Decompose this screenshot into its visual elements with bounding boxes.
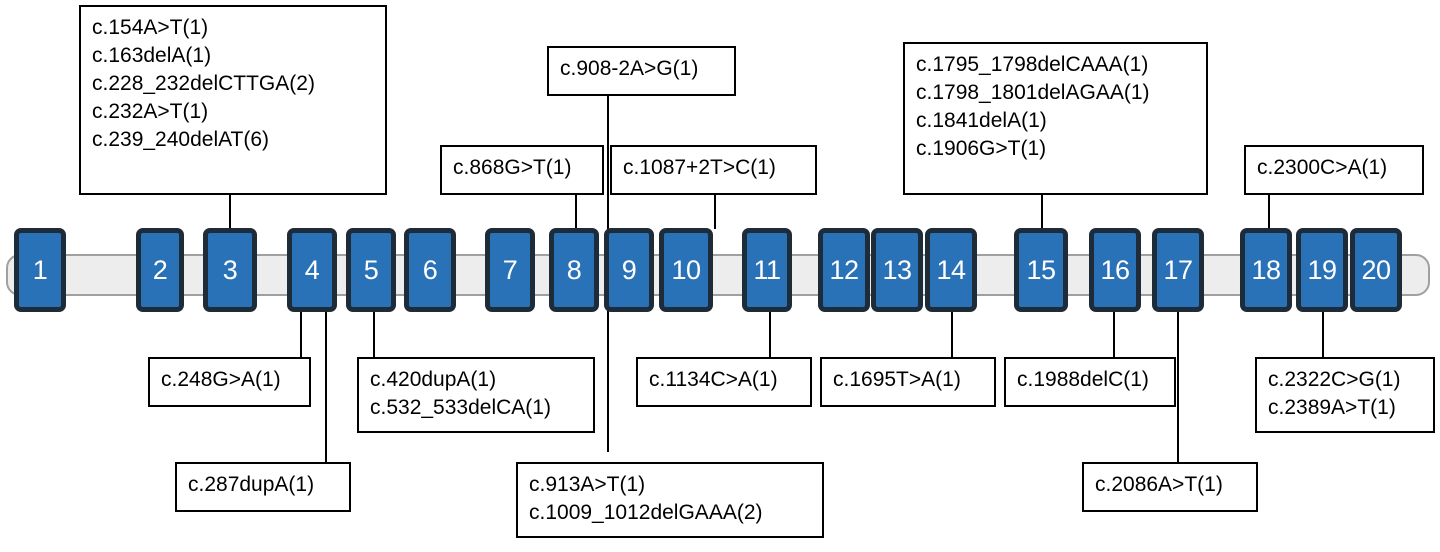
- leader-exon4a: [300, 311, 302, 358]
- exon-box-10[interactable]: 10: [659, 228, 713, 312]
- variant-label: c.239_240delAT(6): [92, 127, 270, 151]
- leader-exon14: [951, 311, 953, 358]
- exon-box-6[interactable]: 6: [404, 228, 456, 312]
- variant-label: c.163delA(1): [92, 43, 212, 67]
- variant-label: c.2086A>T(1): [1095, 473, 1223, 496]
- exon-box-13[interactable]: 13: [871, 228, 923, 312]
- leader-exon11: [769, 311, 771, 358]
- variant-label: c.1134C>A(1): [649, 368, 778, 391]
- exon-box-19[interactable]: 19: [1296, 228, 1348, 312]
- variant-label: c.232A>T(1): [92, 99, 209, 123]
- variant-label: c.420dupA(1): [370, 368, 497, 391]
- leader-exon18: [1268, 195, 1270, 229]
- variant-callout-exon18-top[interactable]: c.2300C>A(1): [1244, 145, 1424, 195]
- exon-box-12[interactable]: 12: [818, 228, 870, 312]
- variant-label: c.908-2A>G(1): [560, 57, 699, 80]
- leader-exon3: [229, 195, 231, 229]
- leader-exon10: [714, 195, 716, 229]
- variant-callout-exon16-bottom[interactable]: c.1988delC(1): [1004, 357, 1176, 407]
- variant-label: c.287dupA(1): [188, 473, 315, 496]
- exon-box-4[interactable]: 4: [287, 228, 337, 312]
- variant-label: c.868G>T(1): [453, 156, 572, 179]
- variant-callout-exon9-far-bottom[interactable]: c.913A>T(1) c.1009_1012delGAAA(2): [516, 462, 824, 538]
- exon-box-9[interactable]: 9: [604, 228, 654, 312]
- variant-callout-exon4-bottom[interactable]: c.248G>A(1): [148, 357, 311, 407]
- leader-exon8: [575, 195, 577, 229]
- variant-callout-exon5-bottom[interactable]: c.420dupA(1) c.532_533delCA(1): [357, 357, 595, 433]
- variant-label: c.532_533delCA(1): [370, 395, 551, 419]
- variant-label: c.1841delA(1): [916, 108, 1047, 132]
- variant-label: c.1988delC(1): [1017, 368, 1149, 391]
- leader-exon19: [1322, 311, 1324, 358]
- exon-box-17[interactable]: 17: [1152, 228, 1204, 312]
- leader-exon4b: [325, 311, 327, 463]
- variant-callout-exon15-top[interactable]: c.1795_1798delCAAA(1) c.1798_1801delAGAA(…: [903, 42, 1208, 195]
- variant-callout-exon14-bottom[interactable]: c.1695T>A(1): [820, 357, 996, 407]
- variant-label: c.1798_1801delAGAA(1): [916, 80, 1150, 104]
- variant-callout-exon10-top[interactable]: c.1087+2T>C(1): [610, 145, 817, 195]
- variant-label: c.1795_1798delCAAA(1): [916, 53, 1149, 76]
- variant-label: c.1087+2T>C(1): [623, 156, 776, 179]
- variant-callout-exon3-top[interactable]: c.154A>T(1) c.163delA(1) c.228_232delCTTGA…: [79, 5, 387, 195]
- exon-box-14[interactable]: 14: [925, 228, 977, 312]
- variant-callout-exon4-far-bottom[interactable]: c.287dupA(1): [175, 462, 351, 512]
- exon-box-5[interactable]: 5: [346, 228, 396, 312]
- variant-label: c.2389A>T(1): [1268, 395, 1396, 419]
- variant-callout-exon8-top[interactable]: c.868G>T(1): [440, 145, 604, 195]
- variant-label: c.2322C>G(1): [1268, 368, 1401, 391]
- variant-label: c.154A>T(1): [92, 16, 209, 39]
- leader-exon5: [373, 311, 375, 358]
- exon-box-16[interactable]: 16: [1089, 228, 1141, 312]
- exon-box-3[interactable]: 3: [203, 228, 257, 312]
- variant-label: c.2300C>A(1): [1257, 156, 1388, 179]
- variant-callout-intron8-top[interactable]: c.908-2A>G(1): [547, 46, 736, 96]
- variant-callout-exon19-bottom[interactable]: c.2322C>G(1) c.2389A>T(1): [1255, 357, 1435, 433]
- exon-box-11[interactable]: 11: [742, 228, 792, 312]
- variant-label: c.248G>A(1): [161, 368, 281, 391]
- exon-box-8[interactable]: 8: [549, 228, 599, 312]
- variant-label: c.1906G>T(1): [916, 136, 1047, 160]
- exon-box-18[interactable]: 18: [1240, 228, 1292, 312]
- leader-exon16: [1113, 311, 1115, 358]
- variant-label: c.1695T>A(1): [833, 368, 961, 391]
- exon-box-20[interactable]: 20: [1350, 228, 1402, 312]
- leader-exon15: [1041, 195, 1043, 229]
- exon-box-1[interactable]: 1: [14, 228, 66, 312]
- variant-callout-exon11-bottom[interactable]: c.1134C>A(1): [636, 357, 812, 407]
- variant-callout-exon17-far-bottom[interactable]: c.2086A>T(1): [1082, 462, 1258, 512]
- exon-box-15[interactable]: 15: [1014, 228, 1068, 312]
- variant-label: c.913A>T(1): [529, 473, 646, 496]
- variant-label: c.228_232delCTTGA(2): [92, 71, 315, 95]
- leader-exon17: [1177, 311, 1179, 463]
- exon-box-2[interactable]: 2: [136, 228, 184, 312]
- exon-box-7[interactable]: 7: [485, 228, 535, 312]
- variant-label: c.1009_1012delGAAA(2): [529, 500, 763, 524]
